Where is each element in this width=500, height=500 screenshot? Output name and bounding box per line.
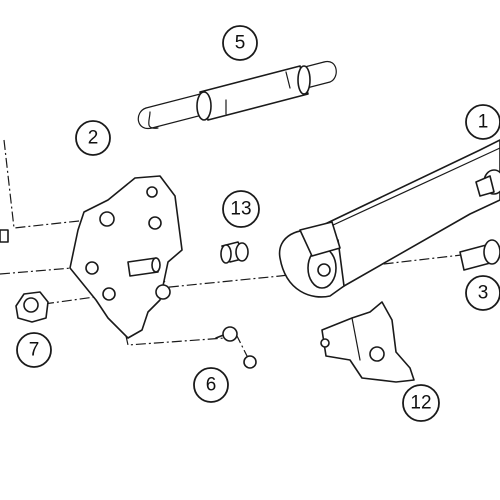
callout-2: 2 [75, 120, 111, 156]
nut-part [15, 291, 49, 323]
callout-13-label: 13 [230, 199, 251, 220]
callout-3-label: 3 [478, 283, 489, 304]
callout-6-label: 6 [206, 375, 217, 396]
spring-part [137, 60, 337, 130]
callout-5-label: 5 [235, 33, 246, 54]
callout-13: 13 [222, 190, 260, 228]
screw-left-part [0, 229, 9, 243]
callout-1: 1 [465, 104, 500, 140]
side-stand-leg-part [278, 139, 500, 298]
pivot-bolt-part [459, 239, 500, 271]
callout-1-label: 1 [478, 112, 489, 133]
callout-7-label: 7 [29, 340, 40, 361]
bolts-part [215, 326, 257, 369]
callout-12-label: 12 [410, 393, 431, 414]
callout-2-label: 2 [88, 128, 99, 149]
callout-3: 3 [465, 275, 500, 311]
callout-6: 6 [193, 367, 229, 403]
callout-7: 7 [16, 332, 52, 368]
callout-5: 5 [222, 25, 258, 61]
bracket-part [320, 301, 415, 383]
callout-12: 12 [402, 384, 440, 422]
bushing-part [220, 241, 249, 264]
mounting-plate-part [69, 175, 183, 339]
